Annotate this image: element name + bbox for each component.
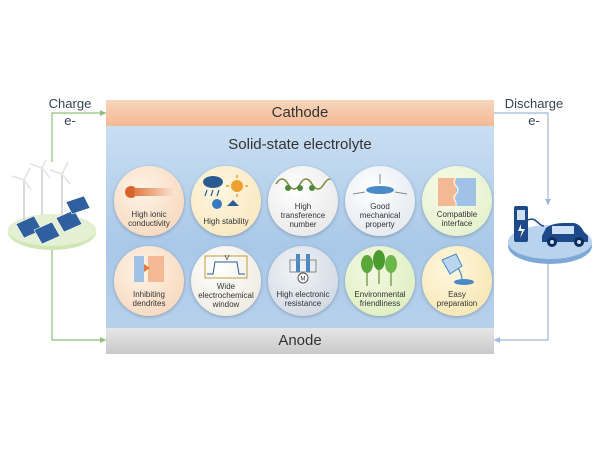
trees-icon [361, 250, 397, 286]
property-label: Compatible [436, 210, 478, 219]
discharge-line-top [494, 112, 549, 205]
property-label: Inhibiting [132, 290, 166, 299]
voltage-window-icon: V [204, 255, 248, 279]
property-label: Wide [216, 282, 236, 291]
property-label: electrochemical [198, 291, 254, 300]
property-label: conductivity [128, 219, 170, 228]
property-easy-preparation: Easy preparation [422, 246, 492, 316]
voltage-label: V [225, 255, 230, 262]
property-environmental-friendliness: Environmental friendliness [345, 246, 415, 316]
discharge-electron-label: e- [528, 113, 540, 128]
resistance-meter-icon: M [289, 254, 317, 284]
property-label: High [294, 202, 312, 211]
dendrite-block-icon [134, 256, 164, 282]
meter-label: M [301, 277, 306, 283]
anode-bar: Anode [106, 328, 494, 354]
ion-beam-icon [125, 186, 174, 198]
interface-icon [438, 177, 476, 206]
property-label: Environmental [354, 290, 406, 299]
property-label: Easy [448, 290, 466, 299]
property-good-mechanical-property: Good mechanical property [345, 166, 415, 236]
pressure-disc-icon [352, 174, 408, 195]
charge-electron-label: e- [64, 113, 76, 128]
property-label: interface [441, 219, 473, 228]
property-label: Good [370, 202, 390, 211]
cathode-bar: Cathode [106, 100, 494, 126]
property-high-electronic-resistance: M High electronic resistance [268, 246, 338, 316]
property-compatible-interface: Compatible interface [422, 166, 492, 236]
property-high-transference-number: High transference number [268, 166, 338, 236]
property-high-ionic-conductivity: High ionic conductivity [114, 166, 184, 236]
property-label: High ionic [131, 210, 167, 219]
discharge-line-bottom [494, 262, 549, 341]
discharge-label: Discharge [504, 96, 564, 111]
charge-line-bottom [51, 248, 106, 341]
charge-label: Charge [48, 96, 92, 111]
ion-wave-icon [275, 178, 337, 191]
property-label: resistance [284, 299, 322, 308]
weather-icon [203, 175, 248, 209]
property-wide-electrochemical-window: V Wide electrochemical window [191, 246, 261, 316]
property-label: High stability [203, 217, 249, 226]
electrolyte-title: Solid-state electrolyte [228, 136, 372, 153]
flask-pour-icon [441, 253, 474, 285]
property-label: mechanical [359, 211, 401, 220]
property-label: preparation [436, 299, 478, 308]
property-label: property [365, 220, 395, 229]
property-inhibiting-dendrites: Inhibiting dendrites [114, 246, 184, 316]
property-label: number [289, 220, 317, 229]
electrolyte-panel: Solid-state electrolyte High ionic condu… [106, 126, 494, 328]
property-label: dendrites [132, 299, 166, 308]
property-label: window [212, 300, 240, 309]
ev-charging-icon [508, 206, 592, 264]
wind-solar-icon [8, 160, 96, 250]
charge-line-top [51, 112, 106, 162]
property-label: transference [280, 211, 326, 220]
property-high-stability: High stability [191, 166, 261, 236]
property-label: High electronic [276, 290, 330, 299]
property-label: friendliness [359, 299, 401, 308]
